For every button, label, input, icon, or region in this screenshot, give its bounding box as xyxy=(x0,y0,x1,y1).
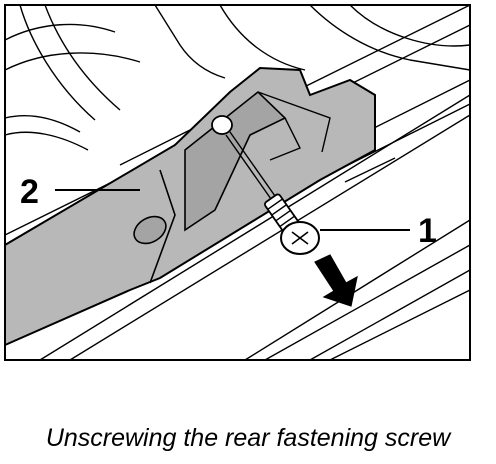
slot-hole xyxy=(133,215,167,245)
callout-1-label: 1 xyxy=(418,212,437,250)
screw-hole xyxy=(211,115,233,135)
bracket-part xyxy=(4,66,376,347)
callout-2-label: 2 xyxy=(20,173,39,211)
bracket-rib xyxy=(149,169,176,284)
screw-icon xyxy=(225,131,320,255)
figure-caption: Unscrewing the rear fastening screw xyxy=(45,424,451,452)
arrow-down-right-icon xyxy=(314,254,358,307)
